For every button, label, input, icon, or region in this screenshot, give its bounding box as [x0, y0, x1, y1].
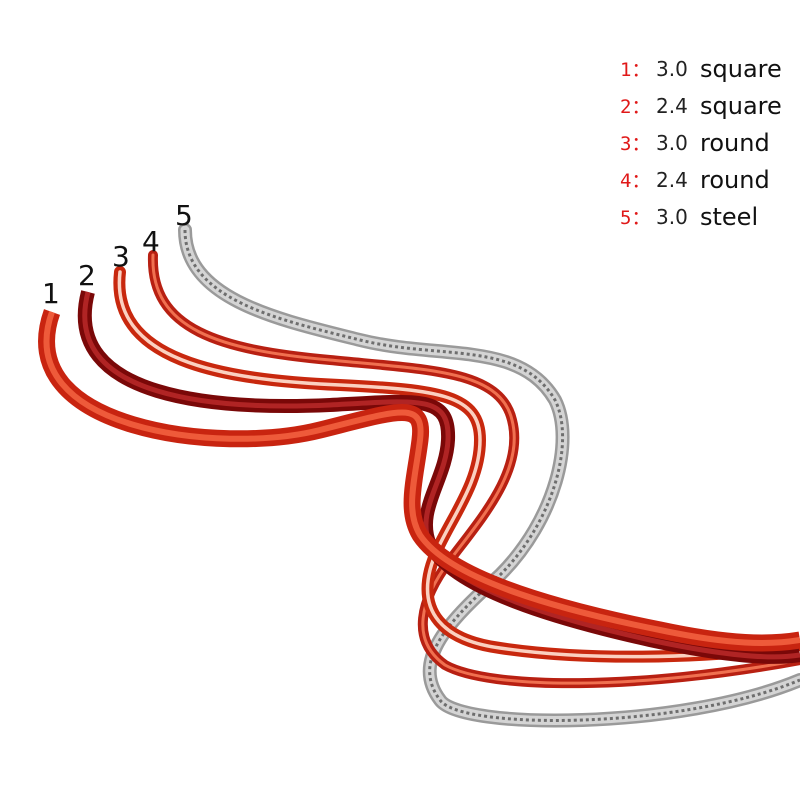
legend-key: 2： — [620, 96, 651, 118]
wire-1-square — [38, 309, 800, 652]
wire-label-2: 2 — [78, 259, 96, 292]
legend-item-1: 1： 3.0 square — [620, 50, 798, 87]
wire-4-round — [147, 250, 800, 689]
legend-key: 5： — [620, 207, 651, 229]
wire-3-round — [113, 266, 800, 663]
wire-label-3: 3 — [112, 240, 130, 273]
legend-item-2: 2： 2.4 square — [620, 87, 798, 124]
legend-key: 1： — [620, 59, 651, 81]
legend-item-4: 4： 2.4 round — [620, 161, 798, 198]
legend-size: 2.4 — [656, 167, 688, 192]
legend-type: square — [700, 91, 782, 120]
wire-label-4: 4 — [142, 225, 160, 258]
legend: 1： 3.0 square 2： 2.4 square 3： 3.0 round… — [620, 50, 798, 235]
wire-5-steel — [178, 223, 800, 728]
legend-type: round — [700, 165, 770, 194]
legend-size: 3.0 — [656, 56, 688, 81]
legend-type: round — [700, 128, 770, 157]
legend-key: 4： — [620, 170, 651, 192]
legend-item-5: 5： 3.0 steel — [620, 198, 798, 235]
legend-key: 3： — [620, 133, 651, 155]
legend-size: 3.0 — [656, 130, 688, 155]
legend-size: 2.4 — [656, 93, 688, 118]
legend-size: 3.0 — [656, 204, 688, 229]
legend-item-3: 3： 3.0 round — [620, 124, 798, 161]
wire-label-5: 5 — [175, 199, 193, 232]
wire-2-square — [78, 290, 800, 664]
legend-type: steel — [700, 202, 759, 231]
wire-label-1: 1 — [42, 277, 60, 310]
legend-type: square — [700, 54, 782, 83]
